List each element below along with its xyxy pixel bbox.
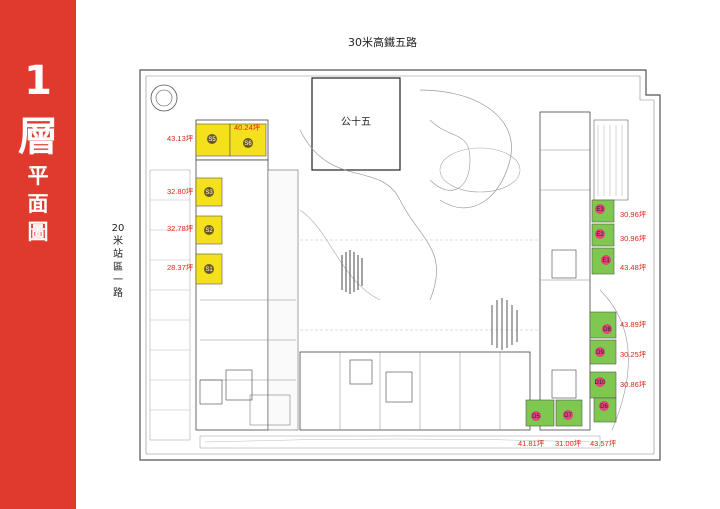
road-left-char: 路: [113, 288, 123, 299]
subtitle-char-2: 面: [27, 192, 49, 216]
green-unit-D10: D10: [589, 371, 617, 399]
green-unit-D8: D8: [589, 311, 617, 339]
green-unit-E1: E1: [591, 247, 615, 275]
round-feature: [150, 84, 178, 112]
area-label-D8: 43.89坪: [620, 320, 647, 329]
area-label-S2: 32.78坪: [167, 224, 194, 233]
green-unit-E3: E3: [591, 199, 615, 223]
left-strip: [149, 169, 191, 441]
green-unit-D5: D5: [525, 399, 555, 427]
green-unit-E2: E2: [591, 223, 615, 247]
yellow-unit-S1: S1: [195, 253, 223, 285]
unit-id: D6: [600, 404, 608, 410]
area-label-E2: 30.96坪: [620, 234, 647, 243]
bottom-building: [299, 351, 531, 431]
plot-box: [311, 77, 401, 171]
yellow-unit-S3: S3: [195, 177, 223, 207]
unit-id: S6: [244, 141, 252, 147]
area-label-E1: 43.48坪: [620, 263, 647, 272]
unit-id: S1: [205, 267, 213, 273]
road-top-label: 30米高鐵五路: [348, 36, 417, 49]
bottom-core: [385, 371, 413, 403]
subtitle-char-1: 平: [27, 164, 49, 188]
unit-id: S3: [205, 190, 213, 196]
site-boundary: [139, 69, 661, 461]
floor-banner: 1 層 平 面 圖: [0, 0, 76, 509]
right-core: [551, 249, 577, 279]
site-inner-boundary: [145, 75, 655, 455]
tree-feature: [491, 298, 518, 350]
road-left-label: 20 米 站 區 一 路: [111, 222, 125, 300]
unit-id: E3: [596, 207, 604, 213]
floor-char: 層: [18, 114, 58, 160]
left-stair: [199, 379, 223, 405]
area-label-S6: 40.24坪: [234, 123, 261, 132]
unit-id: D10: [594, 380, 606, 386]
floor-number: 1: [24, 58, 52, 104]
round-feature-inner: [155, 89, 173, 107]
unit-id: D9: [596, 350, 604, 356]
area-label-D6: 43.57坪: [590, 439, 617, 448]
subtitle-char-3: 圖: [27, 220, 49, 244]
area-label-D10: 30.86坪: [620, 380, 647, 389]
yellow-unit-S6: S6: [229, 123, 267, 157]
area-label-D9: 30.25坪: [620, 350, 647, 359]
plot-label: 公十五: [341, 115, 371, 128]
bottom-strip: [199, 435, 601, 449]
pool-feature: [341, 250, 363, 294]
garden-path: [299, 129, 437, 301]
area-label-S1: 28.37坪: [167, 263, 194, 272]
road-left-char: 一: [113, 275, 123, 286]
yellow-unit-S2: S2: [195, 215, 223, 245]
area-label-E3: 30.96坪: [620, 210, 647, 219]
unit-id: E2: [596, 232, 604, 238]
road-left-char: 米: [113, 236, 123, 247]
unit-id: D8: [603, 327, 611, 333]
area-label-D5: 41.81坪: [518, 439, 545, 448]
unit-id: S5: [208, 137, 216, 143]
road-left-char: 區: [113, 262, 123, 273]
green-unit-D9: D9: [589, 339, 617, 365]
area-label-D7: 31.00坪: [555, 439, 582, 448]
area-label-S3: 32.80坪: [167, 187, 194, 196]
unit-id: E1: [602, 258, 610, 264]
unit-id: D7: [564, 413, 572, 419]
left-core: [225, 369, 253, 401]
green-unit-D6: D6: [593, 397, 617, 423]
area-label-S5: 43.13坪: [167, 134, 194, 143]
yellow-unit-S5: S5: [195, 123, 231, 157]
unit-id: D5: [532, 414, 540, 420]
right-strip: [593, 119, 629, 201]
right-building: [539, 111, 591, 431]
green-unit-D7: D7: [555, 399, 583, 427]
road-left-char: 20: [111, 223, 125, 234]
unit-id: S2: [205, 228, 213, 234]
road-left-char: 站: [113, 249, 123, 260]
